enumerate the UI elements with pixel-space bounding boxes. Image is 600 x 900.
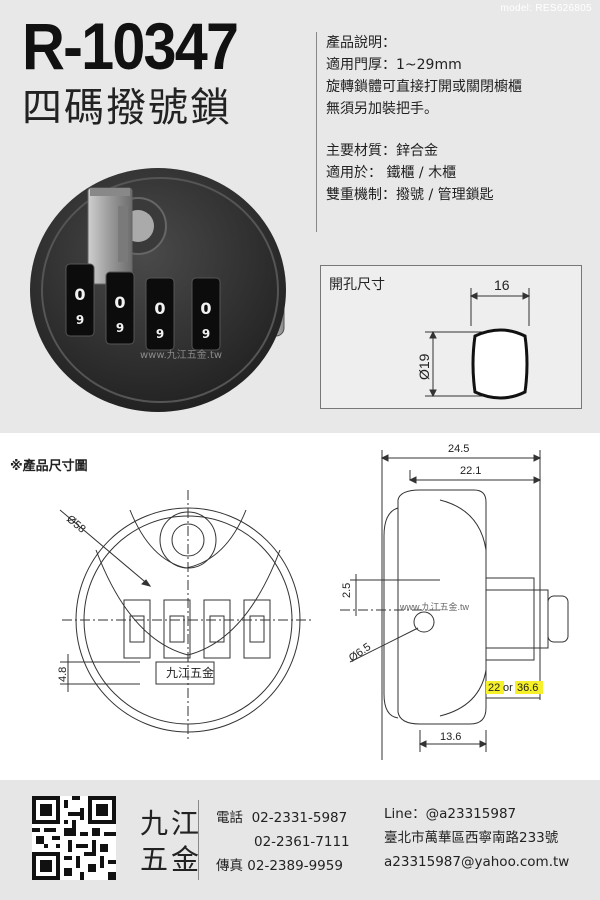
desc-line: 旋轉鎖體可直接打開或關閉櫥櫃 bbox=[326, 79, 522, 95]
hole-size-panel: 開孔尺寸 16 Ø19 bbox=[320, 265, 582, 409]
desc-line: 主要材質：鋅合金 bbox=[326, 143, 438, 159]
dial-lower-2: 9 bbox=[116, 321, 124, 335]
contact-phones: 電話 02-2331-5987 02-2361-7111 傳真 02-2389-… bbox=[216, 806, 350, 878]
desc-line: 適用門厚：1~29mm bbox=[326, 57, 462, 73]
dial-digit-1: 0 bbox=[74, 285, 85, 304]
dimension-title: ※產品尺寸圖 bbox=[10, 459, 88, 474]
side-height-label: 2.5 bbox=[341, 583, 353, 598]
product-photo: 0 0 0 0 9 9 9 9 www.九江五金.tw bbox=[30, 168, 286, 412]
footer: 九江 五金 電話 02-2331-5987 02-2361-7111 傳真 02… bbox=[0, 780, 600, 900]
model-name: 四碼撥號鎖 bbox=[22, 85, 232, 131]
brand-line: 五金 bbox=[140, 843, 203, 876]
desc-line: 雙重機制：撥號 / 管理鎖匙 bbox=[326, 187, 494, 203]
dial-lower-4: 9 bbox=[202, 327, 210, 341]
description-divider bbox=[316, 32, 317, 232]
side-outline bbox=[397, 489, 487, 725]
hole-outline bbox=[471, 328, 529, 400]
dial-wheel-2[interactable] bbox=[105, 271, 135, 345]
hole-diameter-label: Ø19 bbox=[416, 353, 432, 380]
dial-wheel-1[interactable] bbox=[65, 263, 95, 337]
brand-name: 九江 五金 bbox=[140, 806, 202, 878]
side-base-label: 13.6 bbox=[440, 731, 461, 743]
thread-or: or bbox=[503, 682, 513, 694]
front-offset-label: 4.8 bbox=[57, 667, 69, 682]
desc-line: 產品說明： bbox=[326, 35, 396, 51]
hole-width-label: 16 bbox=[494, 277, 510, 293]
dimension-drawing: Ø58 4.8 九江五金 24.5 22.1 2.5 Ø6.5 www.九江五金… bbox=[57, 443, 569, 760]
model-tag: model: RES626805 bbox=[500, 3, 592, 14]
side-hole-label: Ø6.5 bbox=[347, 641, 373, 665]
fax-label: 傳真 bbox=[216, 858, 243, 874]
contact-details: Line：@a23315987 臺北市萬華區西寧南路233號 a23315987… bbox=[384, 802, 569, 874]
dial-lower-1: 9 bbox=[76, 313, 84, 327]
phone-number-1[interactable]: 02-2331-5987 bbox=[251, 810, 348, 826]
thread-highlight-a bbox=[486, 681, 504, 694]
thread-value-a: 22 bbox=[488, 682, 500, 694]
desc-line: 無須另加裝把手。 bbox=[326, 101, 438, 117]
fax-number: 02-2389-9959 bbox=[247, 858, 343, 874]
desc-line: 適用於： 鐵櫃 / 木櫃 bbox=[326, 165, 457, 181]
side-body-label: 22.1 bbox=[460, 465, 481, 477]
hole-size-diagram: 16 Ø19 bbox=[416, 277, 531, 400]
thread-value-b: 36.6 bbox=[517, 682, 538, 694]
phone-number-2[interactable]: 02-2361-7111 bbox=[254, 834, 350, 850]
dial-digit-4: 0 bbox=[200, 299, 211, 318]
front-plate-label: 九江五金 bbox=[166, 665, 214, 680]
key-icon bbox=[87, 187, 133, 285]
side-watermark: www.九江五金.tw bbox=[399, 601, 470, 612]
photo-watermark: www.九江五金.tw bbox=[140, 348, 222, 361]
address: 臺北市萬華區西寧南路233號 bbox=[384, 830, 559, 846]
phone-label: 電話 bbox=[216, 810, 243, 826]
hole-size-title: 開孔尺寸 bbox=[329, 277, 385, 293]
brand-line: 九江 bbox=[140, 807, 203, 840]
footer-divider bbox=[198, 800, 199, 880]
dial-lower-3: 9 bbox=[156, 327, 164, 341]
product-header-panel: model: RES626805 R-10347 四碼撥號鎖 bbox=[0, 0, 600, 433]
email-link[interactable]: a23315987@yahoo.com.tw bbox=[384, 854, 570, 870]
qr-code-icon[interactable] bbox=[32, 796, 116, 880]
product-description: 產品說明： 適用門厚：1~29mm 旋轉鎖體可直接打開或關閉櫥櫃 無須另加裝把手… bbox=[326, 32, 596, 206]
dial-wheel-4[interactable] bbox=[191, 277, 221, 351]
dial-digit-2: 0 bbox=[114, 293, 125, 312]
dial-wheel-3[interactable] bbox=[145, 277, 175, 351]
thread-highlight-b bbox=[515, 681, 543, 694]
dial-digit-3: 0 bbox=[154, 299, 165, 318]
front-label-plate bbox=[155, 661, 215, 685]
model-code: R-10347 bbox=[22, 9, 239, 83]
line-id[interactable]: Line：@a23315987 bbox=[384, 806, 517, 822]
side-overall-label: 24.5 bbox=[448, 443, 469, 455]
